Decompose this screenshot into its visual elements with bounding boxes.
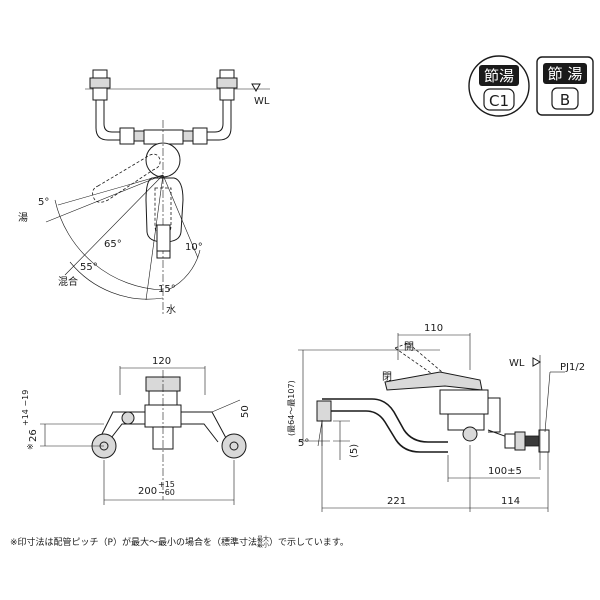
footnote-text-a: ※印寸法は配管ピッチ（P）が最大～最小の場合を（標準寸法 (10, 538, 257, 548)
side-view: 110 開 閉 WL PJ1/2 (最64～最107) (287, 323, 585, 512)
dim-pitch-tol-top: +15 (158, 480, 175, 489)
top-view: WL (18, 69, 270, 316)
badge-c1-line1: 節湯 (484, 67, 514, 85)
angle-65: 65° (104, 239, 122, 250)
footnote-sup-top: 最大 (256, 535, 269, 543)
wl-triangle-side (532, 357, 542, 367)
dim-front-26-mark: ※ (26, 443, 35, 450)
front-view: 120 50 ※ 26 +14 −19 200 +15 −60 (21, 356, 251, 505)
badge-c1-line2: C1 (489, 92, 509, 110)
open-label: 開 (404, 341, 414, 353)
dim-side-114: 114 (501, 496, 520, 507)
angle-10: 10° (185, 242, 203, 253)
dim-side-100: 100±5 (488, 466, 522, 477)
angle-5-side: 5° (298, 438, 309, 449)
footnote: ※印寸法は配管ピッチ（P）が最大～最小の場合を（標準寸法最大最小）で示しています… (10, 535, 349, 549)
dim-pitch-200: 200 (138, 486, 157, 497)
dim-side-5: (5) (349, 444, 360, 458)
close-label: 閉 (382, 371, 392, 383)
angle-15: 15° (158, 284, 176, 295)
wl-label-side: WL (509, 358, 525, 369)
hot-label: 湯 (18, 211, 28, 224)
wl-label-top: WL (254, 96, 270, 107)
dim-front-26-tol: +14 −19 (21, 390, 30, 426)
dim-front-26: 26 (28, 429, 39, 442)
angle-5-top: 5° (38, 197, 49, 208)
footnote-sup-bottom: 最小 (256, 541, 269, 549)
cold-label: 水 (166, 304, 176, 316)
wl-triangle-top (251, 83, 261, 93)
dim-side-221: 221 (387, 496, 406, 507)
badge-b: 節 湯 B (536, 56, 594, 116)
pipe-label: PJ1/2 (560, 362, 585, 373)
badge-b-line2: B (560, 91, 570, 109)
dim-front-120: 120 (152, 356, 171, 367)
dim-side-110: 110 (424, 323, 443, 334)
dim-pitch-tol-bottom: −60 (158, 488, 175, 497)
angle-55: 55° (80, 262, 98, 273)
footnote-text-b: ）で示しています。 (269, 538, 349, 548)
mix-label: 混合 (58, 275, 78, 288)
right-inlet-fitting (182, 69, 238, 145)
dim-front-50: 50 (240, 405, 251, 418)
left-inlet-fitting (89, 69, 145, 145)
dim-side-height: (最64～最107) (287, 380, 296, 436)
lever-hot-position (92, 153, 161, 203)
badge-c1: 節湯 C1 (468, 55, 530, 117)
badge-b-line1: 節 湯 (548, 65, 583, 83)
